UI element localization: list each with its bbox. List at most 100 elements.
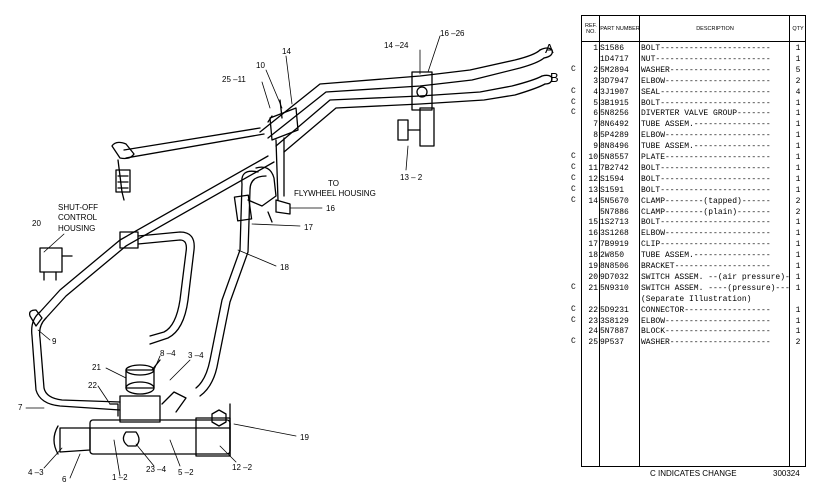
- callout-16: 16: [326, 204, 335, 213]
- description-cell: CLIP-----------------------: [641, 240, 771, 250]
- tube-assembly-7: [111, 127, 265, 201]
- ref-cell: 20: [588, 272, 598, 282]
- ref-cell: 1: [593, 44, 598, 53]
- change-mark: C: [571, 152, 576, 161]
- description-cell: BOLT-----------------------: [641, 185, 771, 195]
- column-divider: [639, 16, 640, 466]
- callout-3-4: 3 –4: [188, 351, 204, 360]
- callout-10: 10: [256, 61, 265, 70]
- part-number-cell: 5P4289: [600, 131, 629, 141]
- header-part-number: PART NUMBER: [600, 16, 640, 42]
- ref-cell: 9: [593, 142, 598, 152]
- ref-cell: 6: [593, 109, 598, 119]
- change-mark: C: [571, 337, 576, 347]
- callout-shutoff-3: HOUSING: [58, 224, 95, 233]
- qty-cell: 1: [795, 251, 801, 261]
- callout-a: A: [545, 41, 554, 56]
- ref-cell: 11: [588, 163, 598, 173]
- part-number-cell: 5N8256: [600, 109, 629, 119]
- ref-cell: 7: [593, 120, 598, 130]
- part-number-cell: 3B1915: [600, 98, 629, 108]
- callout-5-2: 5 –2: [178, 468, 194, 477]
- change-mark: C: [571, 173, 576, 183]
- tube-to-connector: [119, 231, 195, 345]
- part-number-cell: 5D9231: [600, 305, 629, 315]
- part-number-cell: 5N5670: [600, 196, 629, 206]
- part-number-cell: 3D7947: [600, 76, 629, 86]
- shutoff-control-housing: [39, 247, 73, 281]
- ref-cell: 21: [588, 283, 598, 293]
- description-cell: BOLT-----------------------: [641, 163, 771, 173]
- part-number-cell: S1594: [600, 174, 625, 184]
- change-legend-note: C INDICATES CHANGE: [650, 469, 737, 478]
- callout-shutoff-1: SHUT-OFF: [58, 203, 98, 212]
- part-number-cell: 5N7886: [600, 207, 629, 217]
- tube-assembly-9: [28, 155, 275, 411]
- qty-cell: 1: [795, 229, 801, 239]
- table-row: (Separate Illustration): [582, 295, 805, 306]
- qty-cell: 2: [795, 76, 801, 86]
- callout-9: 9: [52, 337, 57, 346]
- description-cell: CLAMP--------(plain)-------: [641, 207, 771, 217]
- part-number-cell: 5N9310: [600, 283, 629, 293]
- part-number-cell: 7B2742: [600, 163, 629, 173]
- description-cell: ELBOW----------------------: [641, 131, 771, 141]
- qty-cell: 1: [795, 283, 801, 293]
- part-number-cell: 1D4717: [600, 54, 629, 64]
- description-cell: PLATE----------------------: [641, 153, 771, 162]
- qty-cell: 1: [795, 262, 801, 271]
- callout-13-2: 13 – 2: [400, 173, 423, 182]
- description-cell: ELBOW----------------------: [641, 229, 771, 239]
- callout-8-4: 8 –4: [160, 349, 176, 358]
- qty-cell: 1: [795, 305, 801, 315]
- description-cell: CONNECTOR------------------: [641, 305, 771, 315]
- description-cell: BLOCK----------------------: [641, 327, 771, 337]
- column-divider: [789, 16, 790, 466]
- diverter-valve-group: [53, 359, 231, 457]
- part-number-cell: 5N8557: [600, 153, 629, 162]
- qty-cell: 1: [795, 131, 801, 141]
- ref-cell: 8: [593, 131, 598, 141]
- callout-23-4: 23 –4: [146, 465, 167, 474]
- callout-12-2: 12 –2: [232, 463, 253, 472]
- part-number-cell: 9D7032: [600, 272, 629, 282]
- description-cell: WASHER---------------------: [641, 338, 771, 348]
- ref-cell: 2: [593, 65, 598, 75]
- change-mark: C: [571, 64, 576, 74]
- callout-14: 14: [282, 47, 291, 56]
- ref-cell: 22: [588, 305, 598, 315]
- part-number-cell: 3J1907: [600, 87, 629, 97]
- ref-cell: 17: [588, 240, 598, 250]
- callout-22: 22: [88, 381, 97, 390]
- callout-21: 21: [92, 363, 101, 372]
- qty-cell: 1: [795, 44, 801, 53]
- callout-flywheel-housing: FLYWHEEL HOUSING: [294, 189, 376, 198]
- description-cell: WASHER---------------------: [641, 65, 771, 75]
- column-divider: [599, 16, 600, 466]
- description-cell: BOLT-----------------------: [641, 218, 771, 228]
- qty-cell: 1: [795, 316, 801, 326]
- header-description: DESCRIPTION: [640, 16, 790, 42]
- change-mark: C: [571, 282, 576, 292]
- qty-cell: 1: [795, 98, 801, 108]
- ref-cell: 10: [588, 153, 598, 162]
- tube-assembly-18: [195, 166, 291, 397]
- exploded-parts-diagram: A B 14 –24 16 –26 14 25 –11 10 13 – 2 TO…: [18, 29, 559, 484]
- change-mark: C: [571, 108, 576, 118]
- description-cell: TUBE ASSEM.----------------: [641, 142, 771, 152]
- change-mark: C: [571, 304, 576, 314]
- qty-cell: 1: [795, 174, 801, 184]
- description-cell: TUBE ASSEM.----------------: [641, 120, 771, 130]
- part-number-cell: 8N8496: [600, 142, 629, 152]
